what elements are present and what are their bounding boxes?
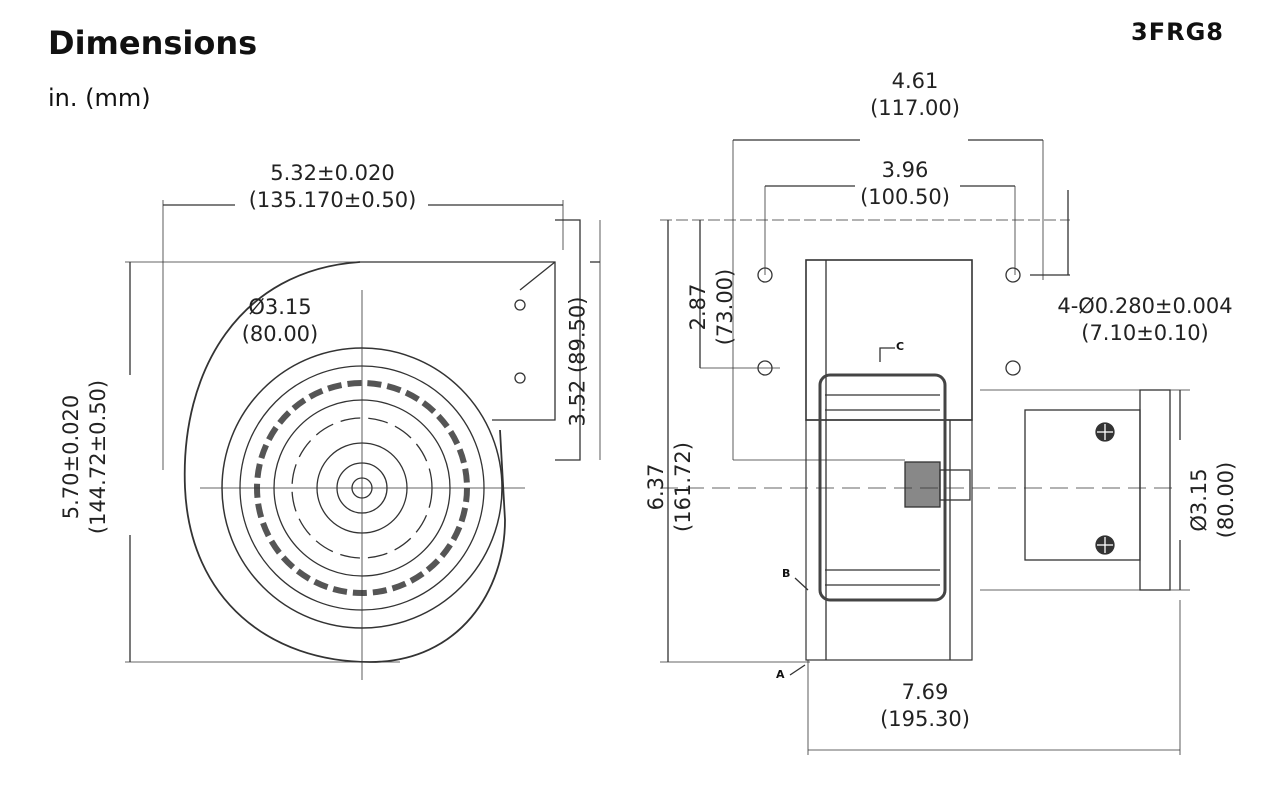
front-height-dimension: 5.70±0.020 (144.72±0.50): [58, 357, 112, 557]
model-number: 3FRG8: [1131, 18, 1224, 46]
page-title: Dimensions: [48, 24, 258, 62]
hole-spacing-h-dimension: 3.96 (100.50): [850, 157, 960, 211]
inlet-diameter-mm: (80.00): [241, 322, 319, 346]
front-width-mm: (135.170±0.50): [248, 188, 417, 212]
front-width-dimension: 5.32±0.020 (135.170±0.50): [235, 160, 430, 214]
motor-diameter-mm: (80.00): [1214, 461, 1238, 539]
side-view-drawing: [660, 139, 1190, 755]
hole-spacing-v-in: 2.87: [686, 283, 710, 331]
front-height-in: 5.70±0.020: [59, 394, 83, 520]
inlet-diameter-dimension: Ø3.15 (80.00): [230, 294, 330, 348]
front-height-mm: (144.72±0.50): [86, 379, 110, 535]
overall-height-mm: (161.72): [671, 442, 695, 532]
overall-width-mm: (117.00): [870, 96, 960, 120]
outlet-height-dimension: 3.52 (89.50): [565, 296, 590, 427]
hole-spacing-h-in: 3.96: [881, 158, 929, 182]
depth-mm: (195.30): [880, 707, 970, 731]
depth-in: 7.69: [901, 680, 949, 704]
units-label: in. (mm): [48, 84, 151, 112]
hole-spacing-h-mm: (100.50): [860, 185, 950, 209]
hole-spacing-v-mm: (73.00): [713, 268, 737, 346]
hole-spacing-v-dimension: 2.87 (73.00): [685, 257, 739, 357]
callout-a: A: [776, 668, 785, 681]
overall-height-dimension: 6.37 (161.72): [643, 432, 697, 542]
callout-b: B: [782, 567, 791, 580]
mounting-holes-in: 4-Ø0.280±0.004: [1057, 294, 1233, 318]
mounting-holes-mm: (7.10±0.10): [1081, 321, 1209, 345]
inlet-diameter-in: Ø3.15: [248, 295, 312, 319]
overall-height-in: 6.37: [644, 463, 668, 511]
overall-width-dimension: 4.61 (117.00): [855, 68, 975, 122]
depth-dimension: 7.69 (195.30): [865, 679, 985, 733]
mounting-holes-dimension: 4-Ø0.280±0.004 (7.10±0.10): [1045, 293, 1245, 347]
front-width-in: 5.32±0.020: [270, 161, 395, 185]
motor-diameter-in: Ø3.15: [1187, 468, 1211, 532]
front-view-drawing: [125, 200, 601, 680]
motor-diameter-dimension: Ø3.15 (80.00): [1186, 450, 1240, 550]
overall-width-in: 4.61: [891, 69, 939, 93]
callout-c: C: [896, 340, 905, 353]
